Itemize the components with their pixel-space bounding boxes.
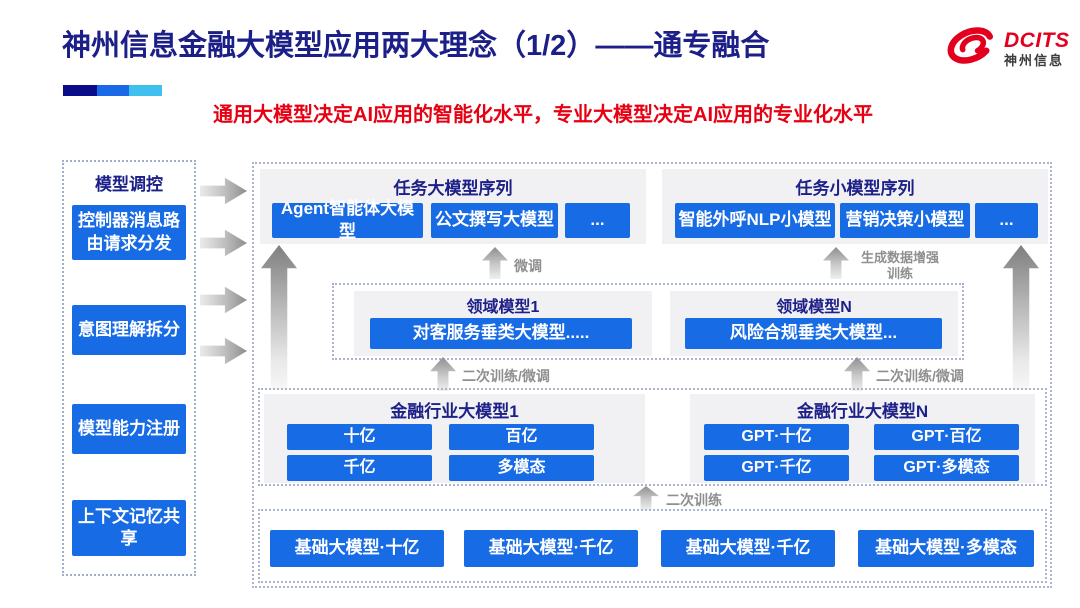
model-box-customer-service: 对客服务垂类大模型..... xyxy=(370,318,632,349)
model-box-ellipsis: ... xyxy=(975,203,1038,238)
page-subtitle: 通用大模型决定AI应用的智能化水平，专业大模型决定AI应用的专业化水平 xyxy=(213,104,873,126)
right-arrow-icon xyxy=(200,177,247,205)
secondary-finetune-label: 二次训练/微调 xyxy=(876,368,964,384)
model-control-panel: 模型调控 控制器消息路由请求分发 意图理解拆分 模型能力注册 上下文记忆共享 xyxy=(62,160,196,576)
model-box-document-writing: 公文撰写大模型 xyxy=(431,203,558,238)
right-arrow-icon xyxy=(200,337,247,365)
gen-data-label: 生成数据增强 训练 xyxy=(860,250,939,281)
model-box-100b: 千亿 xyxy=(287,455,432,481)
model-box-base-100b: 基础大模型·千亿 xyxy=(464,530,638,567)
model-box-marketing: 营销决策小模型 xyxy=(840,203,970,238)
model-box-base-100b-2: 基础大模型·千亿 xyxy=(661,530,835,567)
industry-model-n-group: 金融行业大模型N GPT·十亿 GPT·百亿 GPT·千亿 GPT·多模态 xyxy=(690,394,1035,483)
group-title: 任务小模型序列 xyxy=(795,179,915,198)
base-model-container: 基础大模型·十亿 基础大模型·千亿 基础大模型·千亿 基础大模型·多模态 xyxy=(258,509,1047,583)
sidebar-item-register: 模型能力注册 xyxy=(72,404,186,454)
model-box-multimodal: 多模态 xyxy=(449,455,594,481)
sidebar-title: 模型调控 xyxy=(95,175,163,194)
right-arrow-icon xyxy=(200,286,247,314)
task-large-model-group: 任务大模型序列 Agent智能体大模型 公文撰写大模型 ... xyxy=(260,169,646,244)
accent-bar-segment xyxy=(97,85,129,96)
model-box-10b: 百亿 xyxy=(449,424,594,450)
model-box-gpt-multimodal: GPT·多模态 xyxy=(874,455,1019,481)
right-arrow-icon xyxy=(200,229,247,257)
logo-brand-cn: 神州信息 xyxy=(1004,52,1065,68)
page-title: 神州信息金融大模型应用两大理念（1/2）——通专融合 xyxy=(62,30,770,62)
secondary-train-label: 二次训练 xyxy=(666,492,722,508)
domain-model-n-group: 领域模型N 风险合规垂类大模型... xyxy=(670,291,958,356)
diagram-container xyxy=(252,162,1052,588)
dcits-swirl-icon xyxy=(942,21,1000,76)
model-box-gpt-1b: GPT·十亿 xyxy=(704,424,849,450)
model-box-ellipsis: ... xyxy=(565,203,630,238)
model-box-1b: 十亿 xyxy=(287,424,432,450)
group-title: 任务大模型序列 xyxy=(393,179,513,198)
group-title: 金融行业大模型N xyxy=(796,402,929,421)
secondary-finetune-label: 二次训练/微调 xyxy=(462,368,550,384)
model-box-gpt-10b: GPT·百亿 xyxy=(874,424,1019,450)
sidebar-item-context: 上下文记忆共享 xyxy=(72,500,186,556)
group-title: 金融行业大模型1 xyxy=(390,402,519,421)
logo-brand-text: DCITS xyxy=(1004,28,1070,52)
company-logo: DCITS 神州信息 xyxy=(942,20,1072,76)
model-box-risk-compliance: 风险合规垂类大模型... xyxy=(685,318,942,349)
domain-model-1-group: 领域模型1 对客服务垂类大模型..... xyxy=(354,291,652,356)
accent-bar-segment xyxy=(63,85,97,96)
model-box-base-1b: 基础大模型·十亿 xyxy=(270,530,444,567)
domain-model-container: 领域模型1 对客服务垂类大模型..... 领域模型N 风险合规垂类大模型... xyxy=(332,283,964,360)
accent-bar-segment xyxy=(129,85,162,96)
industry-model-container: 金融行业大模型1 十亿 百亿 千亿 多模态 金融行业大模型N GPT·十亿 GP… xyxy=(258,388,1047,486)
group-title: 领域模型1 xyxy=(466,299,540,316)
group-title: 领域模型N xyxy=(776,299,852,316)
model-box-gpt-100b: GPT·千亿 xyxy=(704,455,849,481)
accent-bar xyxy=(63,85,162,96)
model-box-agent: Agent智能体大模型 xyxy=(272,199,423,241)
model-box-nlp-outbound: 智能外呼NLP小模型 xyxy=(675,203,835,238)
fine-tune-label: 微调 xyxy=(514,258,542,274)
industry-model-1-group: 金融行业大模型1 十亿 百亿 千亿 多模态 xyxy=(264,394,645,483)
sidebar-item-router: 控制器消息路由请求分发 xyxy=(72,205,186,260)
sidebar-item-intent: 意图理解拆分 xyxy=(72,305,186,355)
model-box-base-multimodal: 基础大模型·多模态 xyxy=(858,530,1034,567)
task-small-model-group: 任务小模型序列 智能外呼NLP小模型 营销决策小模型 ... xyxy=(662,169,1048,244)
